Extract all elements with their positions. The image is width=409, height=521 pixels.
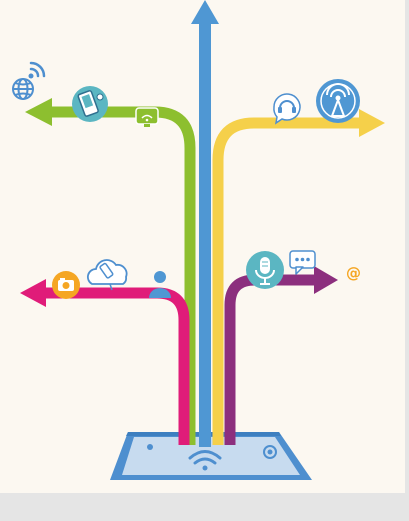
broadcast-tower-icon [316, 79, 360, 123]
at-sign-icon: @ [346, 264, 361, 282]
mobile-phone-icon [72, 86, 108, 122]
purple-arrow [224, 266, 338, 445]
camera-icon [52, 271, 80, 299]
headphones-icon [273, 93, 301, 125]
wifi-signal-icon [28, 61, 46, 79]
pink-arrow [20, 279, 190, 445]
chat-bubble-icon [289, 250, 316, 275]
blue-arrow [191, 0, 219, 447]
user-icon [149, 271, 171, 298]
wifi-icon [188, 450, 222, 471]
microphone-icon [246, 251, 284, 289]
cloud-phone-icon [86, 259, 128, 291]
monitor-wifi-icon [135, 107, 159, 127]
tablet-icon [110, 432, 312, 480]
yellow-arrow [212, 109, 385, 445]
globe-icon [12, 78, 34, 100]
